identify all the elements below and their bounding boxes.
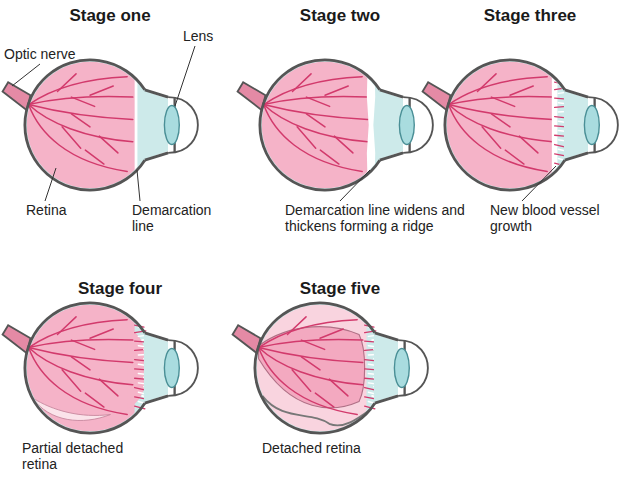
stage-caption: Detached retina (262, 440, 412, 456)
detachment-gap (32, 398, 110, 421)
leader-line (340, 170, 370, 201)
retina-area (258, 58, 370, 192)
leader-line (522, 166, 556, 201)
retina-area (23, 58, 136, 192)
eye-front (379, 90, 433, 160)
eye-stage-four (3, 301, 198, 435)
eye-wall (445, 60, 565, 190)
part-label: Demarcation line widens and thickens for… (285, 202, 485, 234)
leader-line (45, 168, 56, 201)
eye-wall (255, 303, 375, 433)
leader-lines (12, 46, 556, 201)
part-label: Demarcation line (132, 202, 227, 234)
part-label: Retina (26, 202, 106, 218)
retina-area (23, 301, 135, 435)
retinal-vessels (449, 74, 553, 172)
eye-front (144, 333, 198, 403)
retinal-vessels (264, 74, 368, 172)
eye-front (144, 90, 198, 160)
eye-front (564, 90, 618, 160)
stage-heading: Stage four (60, 279, 180, 299)
eye-stage-five (233, 301, 428, 435)
eye-stage-one (3, 58, 198, 192)
stage-heading: Stage three (470, 6, 590, 26)
eye-wall (25, 60, 145, 190)
part-label: Lens (183, 28, 233, 44)
eye-wall (260, 60, 380, 190)
detached-membrane (262, 396, 371, 425)
eye-front (374, 333, 428, 403)
retinal-vessels (29, 74, 133, 172)
eye-stage-two (238, 58, 433, 192)
stage-heading: Stage one (50, 6, 170, 26)
leader-line (175, 46, 195, 106)
retinal-vessels (259, 317, 363, 415)
leader-line (137, 170, 140, 201)
subretinal-space (253, 301, 366, 435)
stage-caption: Partial detached retina (22, 440, 152, 472)
stage-heading: Stage five (280, 279, 400, 299)
leader-line (12, 64, 40, 86)
eye-stage-three (423, 58, 618, 192)
part-label: Optic nerve (4, 46, 104, 62)
retinal-vessels (29, 317, 133, 415)
eye-wall (25, 303, 145, 433)
stage-heading: Stage two (280, 6, 400, 26)
part-label: New blood vessel growth (490, 202, 608, 234)
retina-area (443, 58, 555, 192)
